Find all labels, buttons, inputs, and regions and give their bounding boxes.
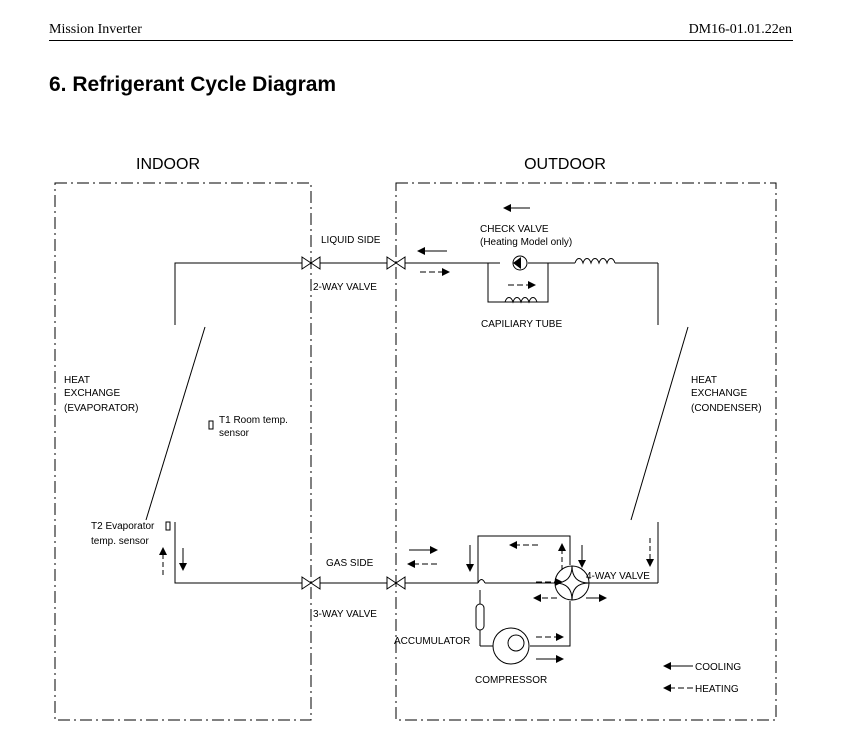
piping (174, 262, 659, 647)
two-way-valve-label: 2-WAY VALVE (313, 282, 377, 293)
compressor-label: COMPRESSOR (475, 675, 547, 686)
capillary-tube-coil (504, 297, 538, 304)
legend-cooling-label: COOLING (695, 662, 741, 673)
indoor-hx-line-1: HEAT (64, 375, 90, 386)
capillary-tube-label: CAPILIARY TUBE (481, 319, 562, 330)
indoor-unit-boundary (54, 182, 312, 721)
t2-sensor-symbol (165, 521, 171, 531)
three-way-valve-indoor (301, 576, 321, 590)
outdoor-unit-boundary (395, 182, 777, 721)
t1-sensor-label-1: T1 Room temp. (219, 415, 288, 426)
main-coil (574, 258, 616, 265)
t1-sensor-symbol (208, 420, 214, 430)
outdoor-heat-exchanger (630, 326, 689, 521)
indoor-hx-line-2: EXCHANGE (64, 388, 120, 399)
four-way-valve (554, 565, 590, 601)
indoor-hx-line-3: (EVAPORATOR) (64, 403, 138, 414)
flow-arrows (159, 204, 693, 692)
gas-side-label: GAS SIDE (326, 558, 374, 569)
t1-sensor-label-2: sensor (219, 428, 250, 439)
legend-heating-label: HEATING (695, 684, 739, 695)
outdoor-hx-line-2: EXCHANGE (691, 388, 747, 399)
three-way-valve-outdoor (386, 576, 406, 590)
check-valve (512, 255, 528, 271)
t2-sensor-label-1: T2 Evaporator (91, 521, 155, 532)
pipe-crossover (477, 579, 486, 584)
outdoor-hx-line-1: HEAT (691, 375, 717, 386)
indoor-label: INDOOR (136, 156, 200, 173)
header-left: Mission Inverter (49, 22, 142, 37)
two-way-valve-indoor (301, 256, 321, 270)
accumulator-symbol (475, 603, 485, 631)
four-way-valve-label: 4-WAY VALVE (586, 571, 650, 582)
section-title: 6. Refrigerant Cycle Diagram (49, 73, 337, 96)
check-valve-note: (Heating Model only) (480, 237, 572, 248)
check-valve-label: CHECK VALVE (480, 224, 549, 235)
accumulator-label: ACCUMULATOR (394, 636, 470, 647)
compressor-symbol (492, 627, 530, 665)
liquid-side-label: LIQUID SIDE (321, 235, 381, 246)
indoor-heat-exchanger (145, 326, 206, 521)
outdoor-hx-line-3: (CONDENSER) (691, 403, 762, 414)
header-rule (49, 40, 793, 41)
t2-sensor-label-2: temp. sensor (91, 536, 149, 547)
three-way-valve-label: 3-WAY VALVE (313, 609, 377, 620)
two-way-valve-outdoor (386, 256, 406, 270)
outdoor-label: OUTDOOR (524, 156, 606, 173)
header-right: DM16-01.01.22en (688, 22, 792, 37)
